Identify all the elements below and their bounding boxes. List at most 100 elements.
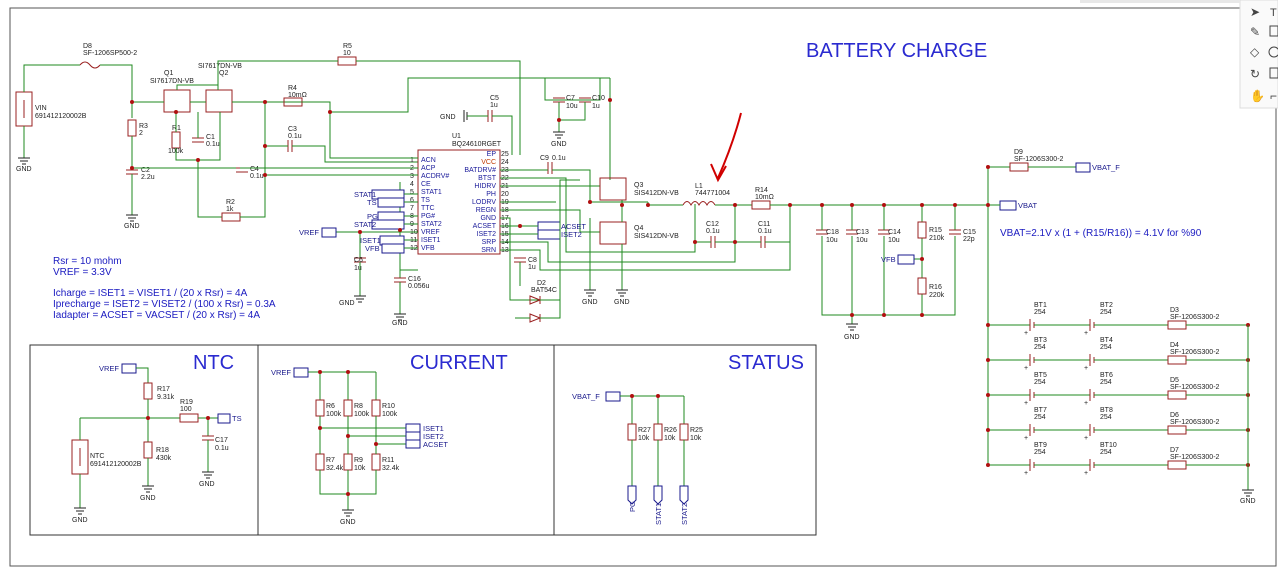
svg-text:L1: L1 — [695, 183, 703, 190]
r9-ref: R9 — [354, 457, 363, 464]
junction-dot — [986, 165, 990, 169]
polarity-plus: + — [1084, 400, 1088, 407]
wire-d8-out — [100, 64, 133, 118]
polarity-plus: + — [1084, 365, 1088, 372]
u1-pin-iset1: ISET1 — [421, 237, 441, 244]
svg-text:BQ24610RGET: BQ24610RGET — [452, 141, 502, 148]
u1-pin-srn: SRN — [481, 247, 496, 254]
c13-ref: C13 — [856, 229, 869, 236]
svg-text:VFB: VFB — [365, 244, 380, 253]
svg-text:R1: R1 — [172, 125, 181, 132]
gnd-symbol-vin: GND — [16, 157, 32, 173]
svg-text:GND: GND — [844, 334, 860, 341]
u1-pin-num: 3 — [410, 173, 414, 180]
pointer-icon[interactable]: ➤ — [1250, 5, 1260, 19]
crop-icon[interactable]: ⌐ — [1270, 89, 1277, 103]
svg-text:D9: D9 — [1014, 149, 1023, 156]
battery-right-value: 254 — [1100, 379, 1112, 386]
ntc-title: NTC — [193, 352, 234, 374]
u1-pin-stat1: STAT1 — [421, 189, 442, 196]
u1-pin-pg-n: PG# — [421, 213, 435, 220]
r8-value: 100k — [354, 411, 370, 418]
svg-text:C5: C5 — [490, 95, 499, 102]
junction-dot — [358, 230, 362, 234]
r14-resistor: R14 10mΩ — [751, 187, 774, 210]
junction-dot — [882, 313, 886, 317]
gnd-symbol-c7: GND — [551, 131, 567, 148]
junction-dot — [608, 98, 612, 102]
svg-text:GND: GND — [199, 481, 215, 488]
sheet-frame — [9, 7, 1277, 567]
r11-value: 32.4k — [382, 465, 400, 472]
note-iadapter: Iadapter = ACSET = VACSET / (20 x Rsr) =… — [53, 310, 260, 321]
svg-text:STAT1: STAT1 — [654, 503, 663, 525]
battery-diode-value: SF-1206S300-2 — [1170, 349, 1220, 356]
r5-resistor: R5 10 — [337, 43, 357, 66]
battery-right-value: 254 — [1100, 344, 1112, 351]
battery-left-value: 254 — [1034, 344, 1046, 351]
diamond-icon[interactable]: ◇ — [1250, 45, 1260, 59]
battery-left-ref: BT7 — [1034, 407, 1047, 414]
svg-text:691412120002B: 691412120002B — [35, 113, 87, 120]
gnd-symbol-battery: GND — [1240, 489, 1256, 505]
u1-pin-stat2: STAT2 — [421, 221, 442, 228]
battery-left-ref: BT1 — [1034, 302, 1047, 309]
junction-dot — [346, 370, 350, 374]
u1-pin-ep: EP — [487, 151, 497, 158]
junction-dot — [146, 416, 150, 420]
c10-capacitor: C10 1u — [579, 95, 605, 110]
svg-text:0.1u: 0.1u — [206, 141, 220, 148]
svg-text:Q4: Q4 — [634, 225, 643, 232]
svg-text:GND: GND — [140, 495, 156, 502]
battery-right-value: 254 — [1100, 414, 1112, 421]
hand-icon[interactable]: ✋ — [1250, 89, 1265, 103]
wire-vin — [23, 64, 80, 92]
svg-text:VFB: VFB — [881, 255, 896, 264]
u1-pin-num: 4 — [410, 181, 414, 188]
text-icon[interactable]: T — [1270, 7, 1277, 19]
svg-text:STAT1: STAT1 — [354, 190, 376, 199]
c15-capacitor: C15 22p — [949, 229, 976, 243]
svg-text:D8: D8 — [83, 43, 92, 50]
r4-resistor: R4 10mΩ — [283, 85, 307, 107]
junction-dot — [953, 203, 957, 207]
lasso-icon[interactable]: ↻ — [1250, 67, 1260, 81]
svg-text:TS: TS — [367, 198, 377, 207]
c12-capacitor: C12 0.1u — [706, 221, 720, 248]
gnd-symbol-out: GND — [844, 323, 860, 341]
battery-diode-value: SF-1206S300-2 — [1170, 454, 1220, 461]
svg-text:GND: GND — [440, 114, 456, 121]
battery-left-value: 254 — [1034, 379, 1046, 386]
polarity-plus: + — [1024, 365, 1028, 372]
pencil-icon[interactable]: ✎ — [1250, 25, 1260, 39]
r3-resistor: R3 2 — [127, 119, 148, 137]
r11-ref: R11 — [382, 457, 394, 464]
d2-diode: D2 BAT54C — [529, 280, 557, 323]
net-label-vbat-f-status: VBAT_F — [572, 391, 621, 402]
r15-resistor: R15 210k — [917, 221, 945, 242]
r2-resistor: R2 1k — [221, 199, 241, 222]
svg-text:SIS412DN-VB: SIS412DN-VB — [634, 233, 679, 240]
c1-capacitor: C1 0.1u — [192, 134, 220, 148]
svg-text:GND: GND — [392, 320, 408, 327]
battery-right-ref: BT6 — [1100, 372, 1113, 379]
rectangle-icon[interactable] — [1269, 25, 1278, 37]
u1-pin-iset2: ISET2 — [477, 231, 497, 238]
svg-text:R3: R3 — [139, 123, 148, 130]
gnd-symbol-mid: GND — [582, 289, 598, 306]
svg-text:R27: R27 — [638, 427, 651, 434]
svg-text:0.1u: 0.1u — [215, 445, 229, 452]
wire-r2-right — [240, 102, 266, 218]
image-icon[interactable] — [1269, 67, 1278, 79]
c17-capacitor: C17 0.1u — [202, 435, 229, 452]
ntc-thermistor: NTC 691412120002B — [71, 439, 142, 475]
svg-text:1u: 1u — [490, 102, 498, 109]
junction-dot — [850, 313, 854, 317]
circle-icon[interactable] — [1268, 46, 1278, 58]
